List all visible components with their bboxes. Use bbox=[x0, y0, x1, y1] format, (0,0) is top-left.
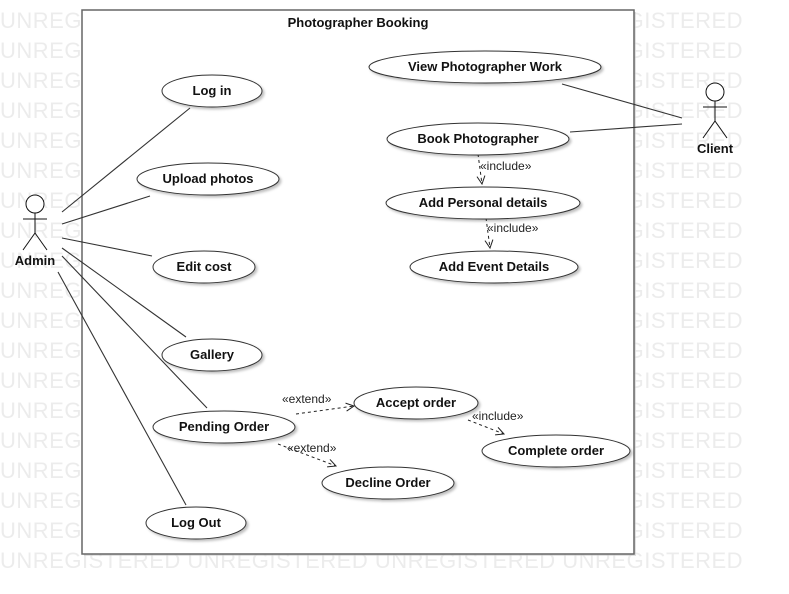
use-case-ellipse[interactable] bbox=[321, 466, 455, 500]
use-case-label: Log Out bbox=[171, 515, 221, 530]
assoc-client-view[interactable] bbox=[561, 83, 683, 119]
use-case-label: Add Personal details bbox=[419, 195, 548, 210]
dep-pending-decline[interactable] bbox=[277, 443, 336, 466]
assoc-admin-upload[interactable] bbox=[61, 195, 151, 225]
use-case-label: Complete order bbox=[508, 443, 604, 458]
use-case-ellipse[interactable] bbox=[136, 162, 280, 196]
use-case-label: Gallery bbox=[190, 347, 235, 362]
use-case-ellipse[interactable] bbox=[368, 50, 602, 84]
assoc-admin-editcost[interactable] bbox=[61, 237, 153, 257]
use-case-log-out[interactable]: Log Out bbox=[145, 506, 247, 540]
assoc-admin-login[interactable] bbox=[61, 107, 191, 213]
use-case-label: Log in bbox=[193, 83, 232, 98]
use-case-pending-order[interactable]: Pending Order bbox=[152, 410, 296, 444]
use-case-label: Upload photos bbox=[163, 171, 254, 186]
stick-figure-icon bbox=[22, 194, 48, 251]
use-case-label: Accept order bbox=[376, 395, 456, 410]
use-case-accept-order[interactable]: Accept order bbox=[353, 386, 479, 420]
assoc-admin-pending[interactable] bbox=[61, 255, 208, 409]
use-case-add-event-details[interactable]: Add Event Details bbox=[409, 250, 579, 284]
use-case-label: Edit cost bbox=[177, 259, 233, 274]
use-case-gallery[interactable]: Gallery bbox=[161, 338, 263, 372]
dep-accept-complete[interactable] bbox=[467, 419, 504, 434]
use-case-ellipse[interactable] bbox=[152, 410, 296, 444]
use-case-decline-order[interactable]: Decline Order bbox=[321, 466, 455, 500]
actor-admin[interactable]: Admin bbox=[15, 194, 56, 268]
assoc-admin-logout[interactable] bbox=[57, 271, 187, 506]
actor-label: Admin bbox=[15, 253, 56, 268]
use-case-label: Pending Order bbox=[179, 419, 269, 434]
use-case-complete-order[interactable]: Complete order bbox=[481, 434, 631, 468]
use-case-ellipse[interactable] bbox=[161, 338, 263, 372]
dep-book-personal[interactable] bbox=[478, 153, 482, 184]
use-case-ellipse[interactable] bbox=[353, 386, 479, 420]
use-case-ellipse[interactable] bbox=[481, 434, 631, 468]
use-case-ellipse[interactable] bbox=[385, 186, 581, 220]
dep-personal-event[interactable] bbox=[486, 217, 490, 248]
use-case-label: Decline Order bbox=[345, 475, 430, 490]
use-case-view-photographer-work[interactable]: View Photographer Work bbox=[368, 50, 602, 84]
actor-client[interactable]: Client bbox=[697, 82, 734, 156]
use-case-edit-cost[interactable]: Edit cost bbox=[152, 250, 256, 284]
use-case-login[interactable]: Log in bbox=[161, 74, 263, 108]
use-case-label: Add Event Details bbox=[439, 259, 550, 274]
stick-figure-icon bbox=[702, 82, 728, 139]
assoc-client-book[interactable] bbox=[569, 123, 683, 133]
use-case-add-personal-details[interactable]: Add Personal details bbox=[385, 186, 581, 220]
assoc-admin-gallery[interactable] bbox=[61, 247, 187, 338]
use-case-book-photographer[interactable]: Book Photographer bbox=[386, 122, 570, 156]
extend-label: «extend» bbox=[287, 441, 337, 455]
include-label: «include» bbox=[487, 221, 539, 235]
use-case-label: View Photographer Work bbox=[408, 59, 563, 74]
admin-associations bbox=[57, 107, 208, 506]
use-case-ellipse[interactable] bbox=[145, 506, 247, 540]
dep-pending-accept[interactable] bbox=[295, 406, 354, 415]
dependencies bbox=[277, 153, 504, 466]
use-case-ellipse[interactable] bbox=[152, 250, 256, 284]
include-label: «include» bbox=[480, 159, 532, 173]
system-title: Photographer Booking bbox=[288, 15, 429, 30]
include-label: «include» bbox=[472, 409, 524, 423]
use-case-upload-photos[interactable]: Upload photos bbox=[136, 162, 280, 196]
client-associations bbox=[561, 83, 683, 133]
use-case-label: Book Photographer bbox=[417, 131, 538, 146]
actor-label: Client bbox=[697, 141, 734, 156]
use-case-ellipse[interactable] bbox=[409, 250, 579, 284]
use-case-ellipse[interactable] bbox=[161, 74, 263, 108]
use-case-ellipse[interactable] bbox=[386, 122, 570, 156]
extend-label: «extend» bbox=[282, 392, 332, 406]
